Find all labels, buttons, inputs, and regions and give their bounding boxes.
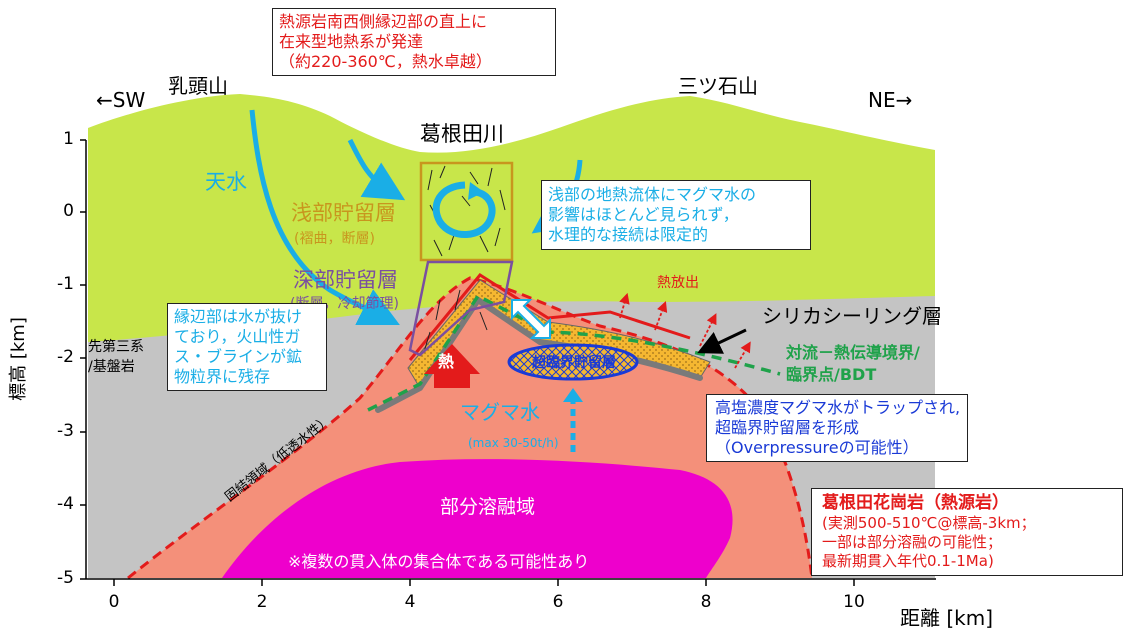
swirl-arrowhead: [468, 182, 484, 200]
y-tick-label: -3: [57, 421, 74, 441]
y-tick-label: -2: [57, 347, 74, 367]
water-arrow-1: [249, 109, 400, 325]
direction-ne: NE→: [868, 88, 913, 112]
magma-water-label: マグマ水: [460, 400, 540, 424]
heat-arrow: [424, 344, 480, 388]
y-tick-label: 0: [63, 201, 74, 221]
x-tick-label: 2: [256, 592, 268, 612]
x-axis: [86, 578, 936, 586]
granite-body: (実測500-510℃@標高-3km； 一部は部分溶融の可能性； 最新期貫入年代…: [822, 514, 1036, 570]
hydraulic-disconnect-arrow: [511, 299, 551, 339]
x-tick-label: 4: [404, 592, 416, 612]
solidified-zone-boundary: [127, 276, 814, 580]
partial-melt-zone: [222, 459, 733, 578]
silica-seal-label: シリカシーリング層: [762, 304, 942, 328]
meteoric-water-label: 天水: [205, 170, 247, 194]
heat-label: 熱: [438, 352, 455, 371]
supercritical-reservoir: [507, 343, 639, 381]
y-axis: [80, 139, 87, 580]
x-tick-label: 0: [108, 592, 120, 612]
mountain-right: 三ツ石山: [678, 74, 758, 98]
callout-granite: 葛根田花崗岩（熱源岩） (実測500-510℃@標高-3km； 一部は部分溶融の…: [811, 488, 1123, 576]
x-axis-label: 距離 [km]: [900, 606, 994, 630]
deep-reservoir-box: [408, 260, 514, 357]
supercritical-label: 超臨界貯留層: [532, 355, 616, 371]
x-tick-label: 8: [700, 592, 712, 612]
y-axis-label: 標高 [km]: [8, 317, 29, 401]
x-tick-label: 10: [843, 592, 865, 612]
y-tick-label: -1: [57, 274, 74, 294]
water-arrow-2: [347, 138, 406, 201]
y-tick-label: -4: [57, 494, 74, 514]
y-tick-label: 1: [63, 129, 74, 149]
partial-melt-label: 部分溶融域: [440, 496, 536, 518]
partial-melt-note: ※複数の貫入体の集合体である可能性あり: [288, 552, 590, 571]
callout-top: 熱源岩南西側縁辺部の直上に 在来型地熱系が発達 （約220-360℃，熱水卓越）: [272, 8, 556, 76]
y-tick-label: -5: [57, 568, 74, 588]
heat-release-label: 熱放出: [657, 275, 699, 291]
direction-sw: ←SW: [96, 88, 146, 112]
callout-margin: 縁辺部は水が抜け ており，火山性ガ ス・ブラインが鉱 物粒界に残存: [167, 303, 327, 391]
silica-seal-pointer: [697, 328, 747, 354]
bdt-label: 対流－熱伝導境界/ 臨界点/BDT: [786, 343, 920, 384]
callout-shallow-fluid: 浅部の地熱流体にマグマ水の 影響はほとんど見られず， 水理的な接続は限定的: [541, 180, 811, 250]
circulation-swirl: [432, 181, 496, 238]
river-label: 葛根田川: [420, 122, 504, 146]
shallow-reservoir-note: (褶曲，断層): [294, 231, 375, 247]
magma-water-arrowhead: [563, 388, 583, 402]
magma-water-flux: (max 30-50t/h): [468, 436, 559, 450]
granite-title: 葛根田花崗岩（熱源岩）: [822, 493, 1009, 513]
callout-brine: 高塩濃度マグマ水がトラップされ, 超臨界貯留層を形成 （Overpressure…: [706, 394, 968, 462]
mountain-left: 乳頭山: [168, 74, 228, 98]
x-tick-label: 6: [552, 592, 564, 612]
shallow-reservoir-label: 浅部貯留層: [291, 201, 396, 225]
basement-label: 先第三系 /基盤岩: [88, 339, 144, 375]
shallow-reservoir-box: [419, 161, 514, 262]
deep-reservoir-label: 深部貯留層: [293, 268, 398, 292]
